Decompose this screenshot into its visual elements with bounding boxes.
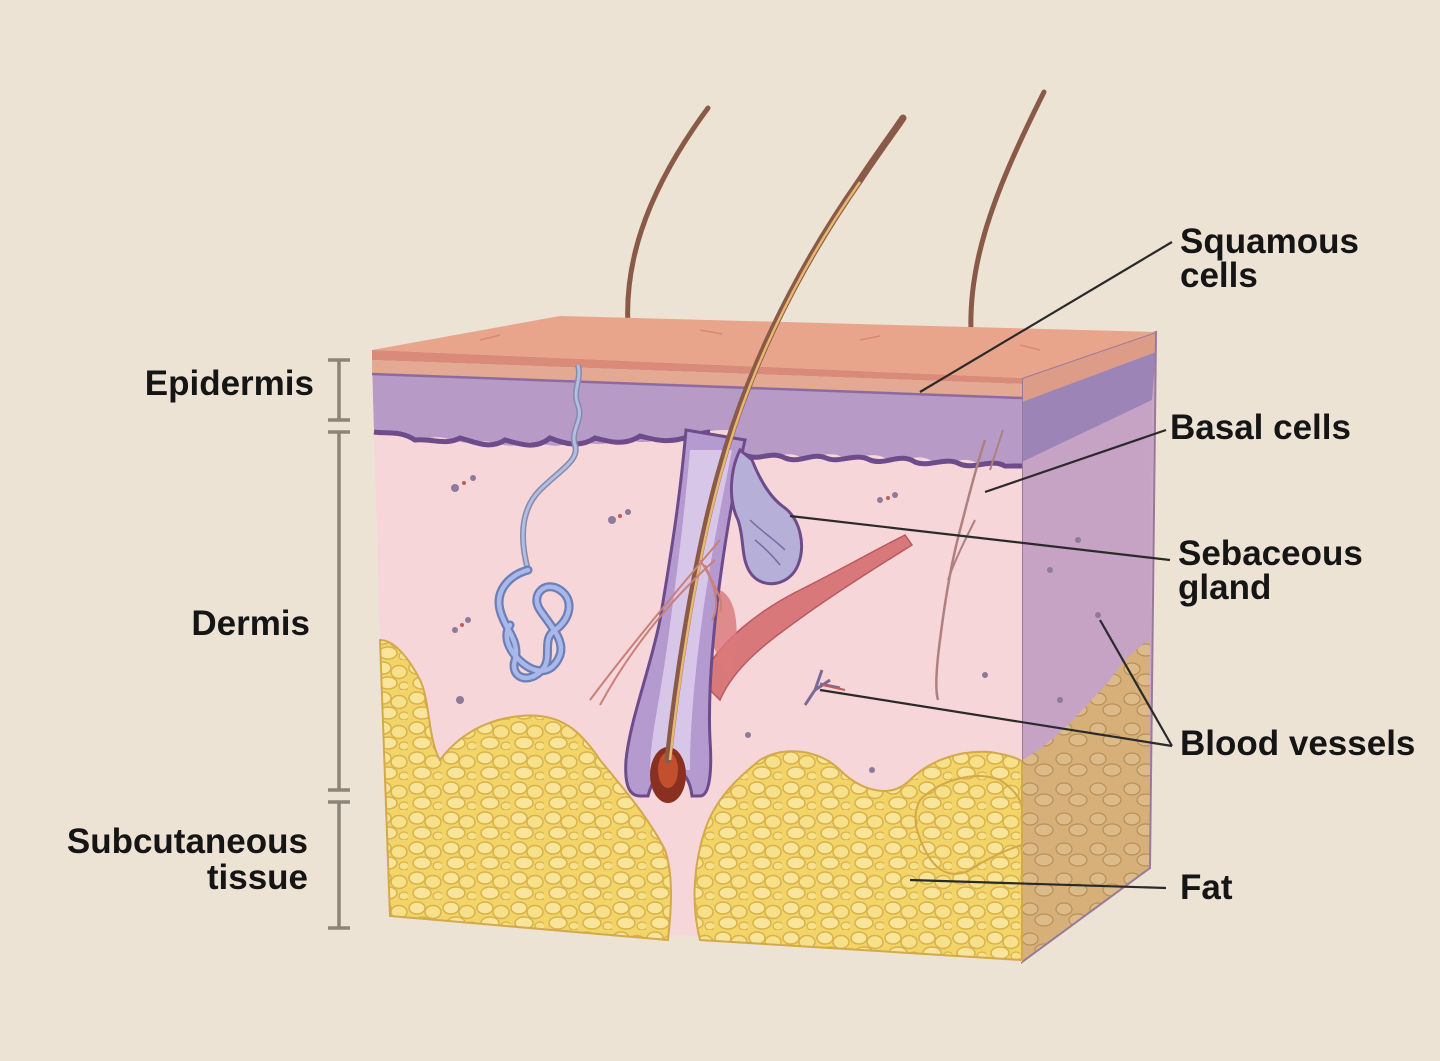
sebaceous-gland	[729, 447, 804, 586]
label-subcutaneous-line2: tissue	[206, 858, 308, 897]
leader-squamous	[919, 241, 1173, 393]
follicle-nerves	[589, 539, 723, 706]
blood-vessel-dots	[451, 475, 1101, 773]
leader-blood-vessel-side	[1099, 619, 1173, 747]
label-blood-vessels: Blood vessels	[1180, 724, 1416, 763]
label-fat: Fat	[1180, 868, 1233, 907]
label-sebaceous-line1: Sebaceous	[1178, 534, 1363, 573]
epidermis-bracket	[328, 358, 350, 422]
label-squamous-line1: Squamous	[1180, 222, 1359, 261]
fat-lobule-left	[378, 638, 672, 942]
label-epidermis: Epidermis	[144, 364, 314, 403]
subcutaneous-bracket	[328, 800, 350, 930]
leader-fat	[909, 878, 1167, 890]
hair-left	[625, 105, 711, 329]
fat-lobule-right-small	[914, 775, 1023, 875]
label-sebaceous-line2: gland	[1178, 568, 1272, 607]
leader-basal	[984, 428, 1167, 494]
label-dermis: Dermis	[191, 604, 310, 643]
arrector-pili-muscle	[699, 534, 914, 702]
leader-blood-vessel-front	[819, 688, 1173, 748]
hair-right	[968, 89, 1047, 353]
side-fat	[1022, 640, 1150, 962]
label-basal-cells: Basal cells	[1170, 408, 1351, 447]
leader-lines	[789, 241, 1173, 890]
label-subcutaneous-line1: Subcutaneous	[66, 822, 308, 861]
layer-brackets	[328, 358, 350, 930]
hair-shaft	[664, 114, 907, 764]
dermis-bracket	[328, 430, 350, 792]
label-squamous-line2: cells	[1180, 256, 1258, 295]
leader-sebaceous	[789, 514, 1171, 562]
basal-layer-line	[373, 429, 711, 448]
